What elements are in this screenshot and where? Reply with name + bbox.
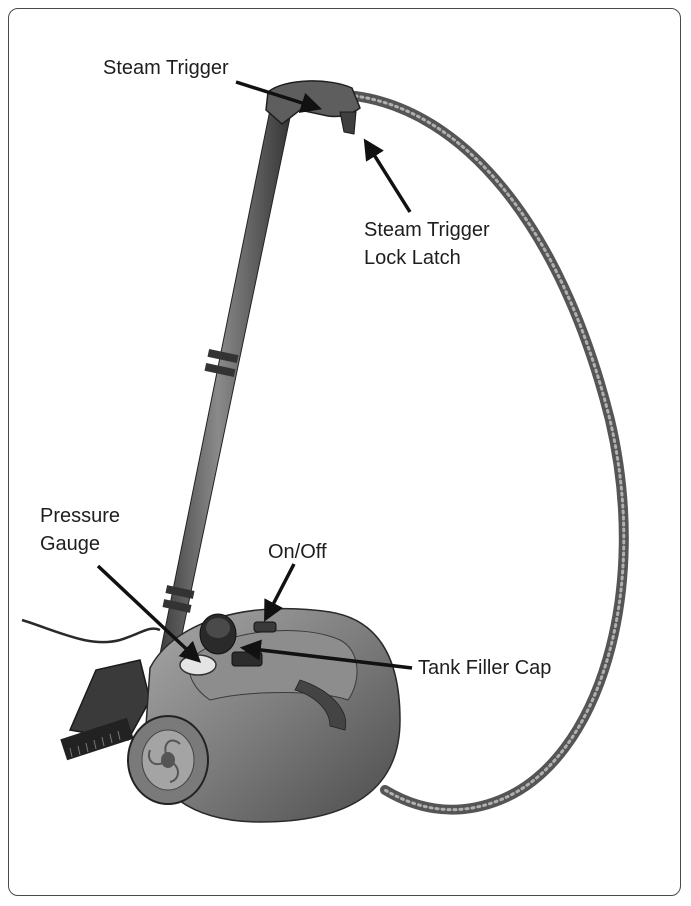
- arrow-lock-latch: [363, 138, 412, 213]
- on-off-switch: [253, 621, 277, 633]
- label-lock-latch-line2: Lock Latch: [364, 247, 461, 269]
- arrow-pressure-gauge: [96, 564, 202, 663]
- arrow-tank-filler-cap: [239, 639, 413, 670]
- label-pressure-gauge-line2: Gauge: [40, 533, 101, 555]
- steam-trigger-lock-latch: [339, 111, 357, 135]
- label-steam-trigger-lock-latch: Steam Trigger Lock Latch: [364, 216, 490, 272]
- label-pressure-gauge-line1: Pressure: [40, 505, 121, 527]
- arrow-steam-trigger: [235, 80, 323, 113]
- label-tank-filler-cap: Tank Filler Cap: [418, 657, 552, 679]
- label-steam-trigger: Steam Trigger: [103, 57, 229, 79]
- wand-pole: [157, 99, 293, 669]
- power-cord: [21, 618, 161, 644]
- label-on-off: On/Off: [268, 541, 327, 563]
- label-pressure-gauge: Pressure Gauge: [40, 502, 120, 558]
- arrow-on-off: [264, 563, 296, 622]
- label-lock-latch-line1: Steam Trigger: [364, 219, 490, 241]
